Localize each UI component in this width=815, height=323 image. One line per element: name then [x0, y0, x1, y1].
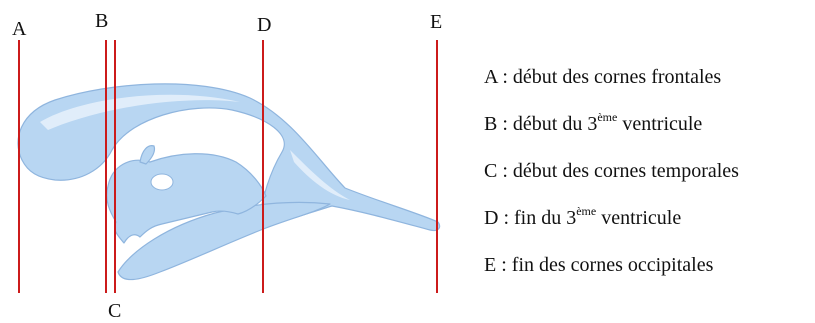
lateral-ventricle [18, 84, 440, 280]
legend-separator: : [497, 113, 513, 135]
marker-e: E [430, 12, 442, 32]
marker-d: D [257, 15, 271, 35]
legend-letter: C [484, 160, 497, 182]
legend-item-b: B : début du 3ème ventricule [484, 109, 814, 156]
legend-letter: E [484, 254, 496, 276]
legend-separator: : [497, 66, 513, 88]
legend: A : début des cornes frontales B : début… [484, 62, 814, 297]
legend-text: début du 3 [513, 113, 597, 135]
ventricle-figure [0, 0, 480, 323]
legend-text: fin du 3 [514, 207, 576, 229]
legend-separator: : [497, 160, 513, 182]
legend-item-e: E : fin des cornes occipitales [484, 250, 814, 297]
legend-superscript: ème [576, 204, 596, 218]
legend-separator: : [496, 254, 512, 276]
legend-letter: A [484, 66, 497, 88]
marker-a: A [12, 19, 26, 39]
legend-superscript: ème [597, 110, 617, 124]
legend-letter: B [484, 113, 497, 135]
legend-item-a: A : début des cornes frontales [484, 62, 814, 109]
legend-text: fin des cornes occipitales [512, 254, 714, 276]
legend-item-d: D : fin du 3ème ventricule [484, 203, 814, 250]
legend-item-c: C : début des cornes temporales [484, 156, 814, 203]
legend-text: début des cornes temporales [513, 160, 739, 182]
legend-text-tail: ventricule [617, 113, 702, 135]
legend-text-tail: ventricule [596, 207, 681, 229]
interventricular-foramen [151, 174, 173, 190]
marker-b: B [95, 11, 108, 31]
marker-c: C [108, 301, 121, 321]
legend-text: début des cornes frontales [513, 66, 721, 88]
legend-letter: D [484, 207, 498, 229]
legend-separator: : [498, 207, 514, 229]
